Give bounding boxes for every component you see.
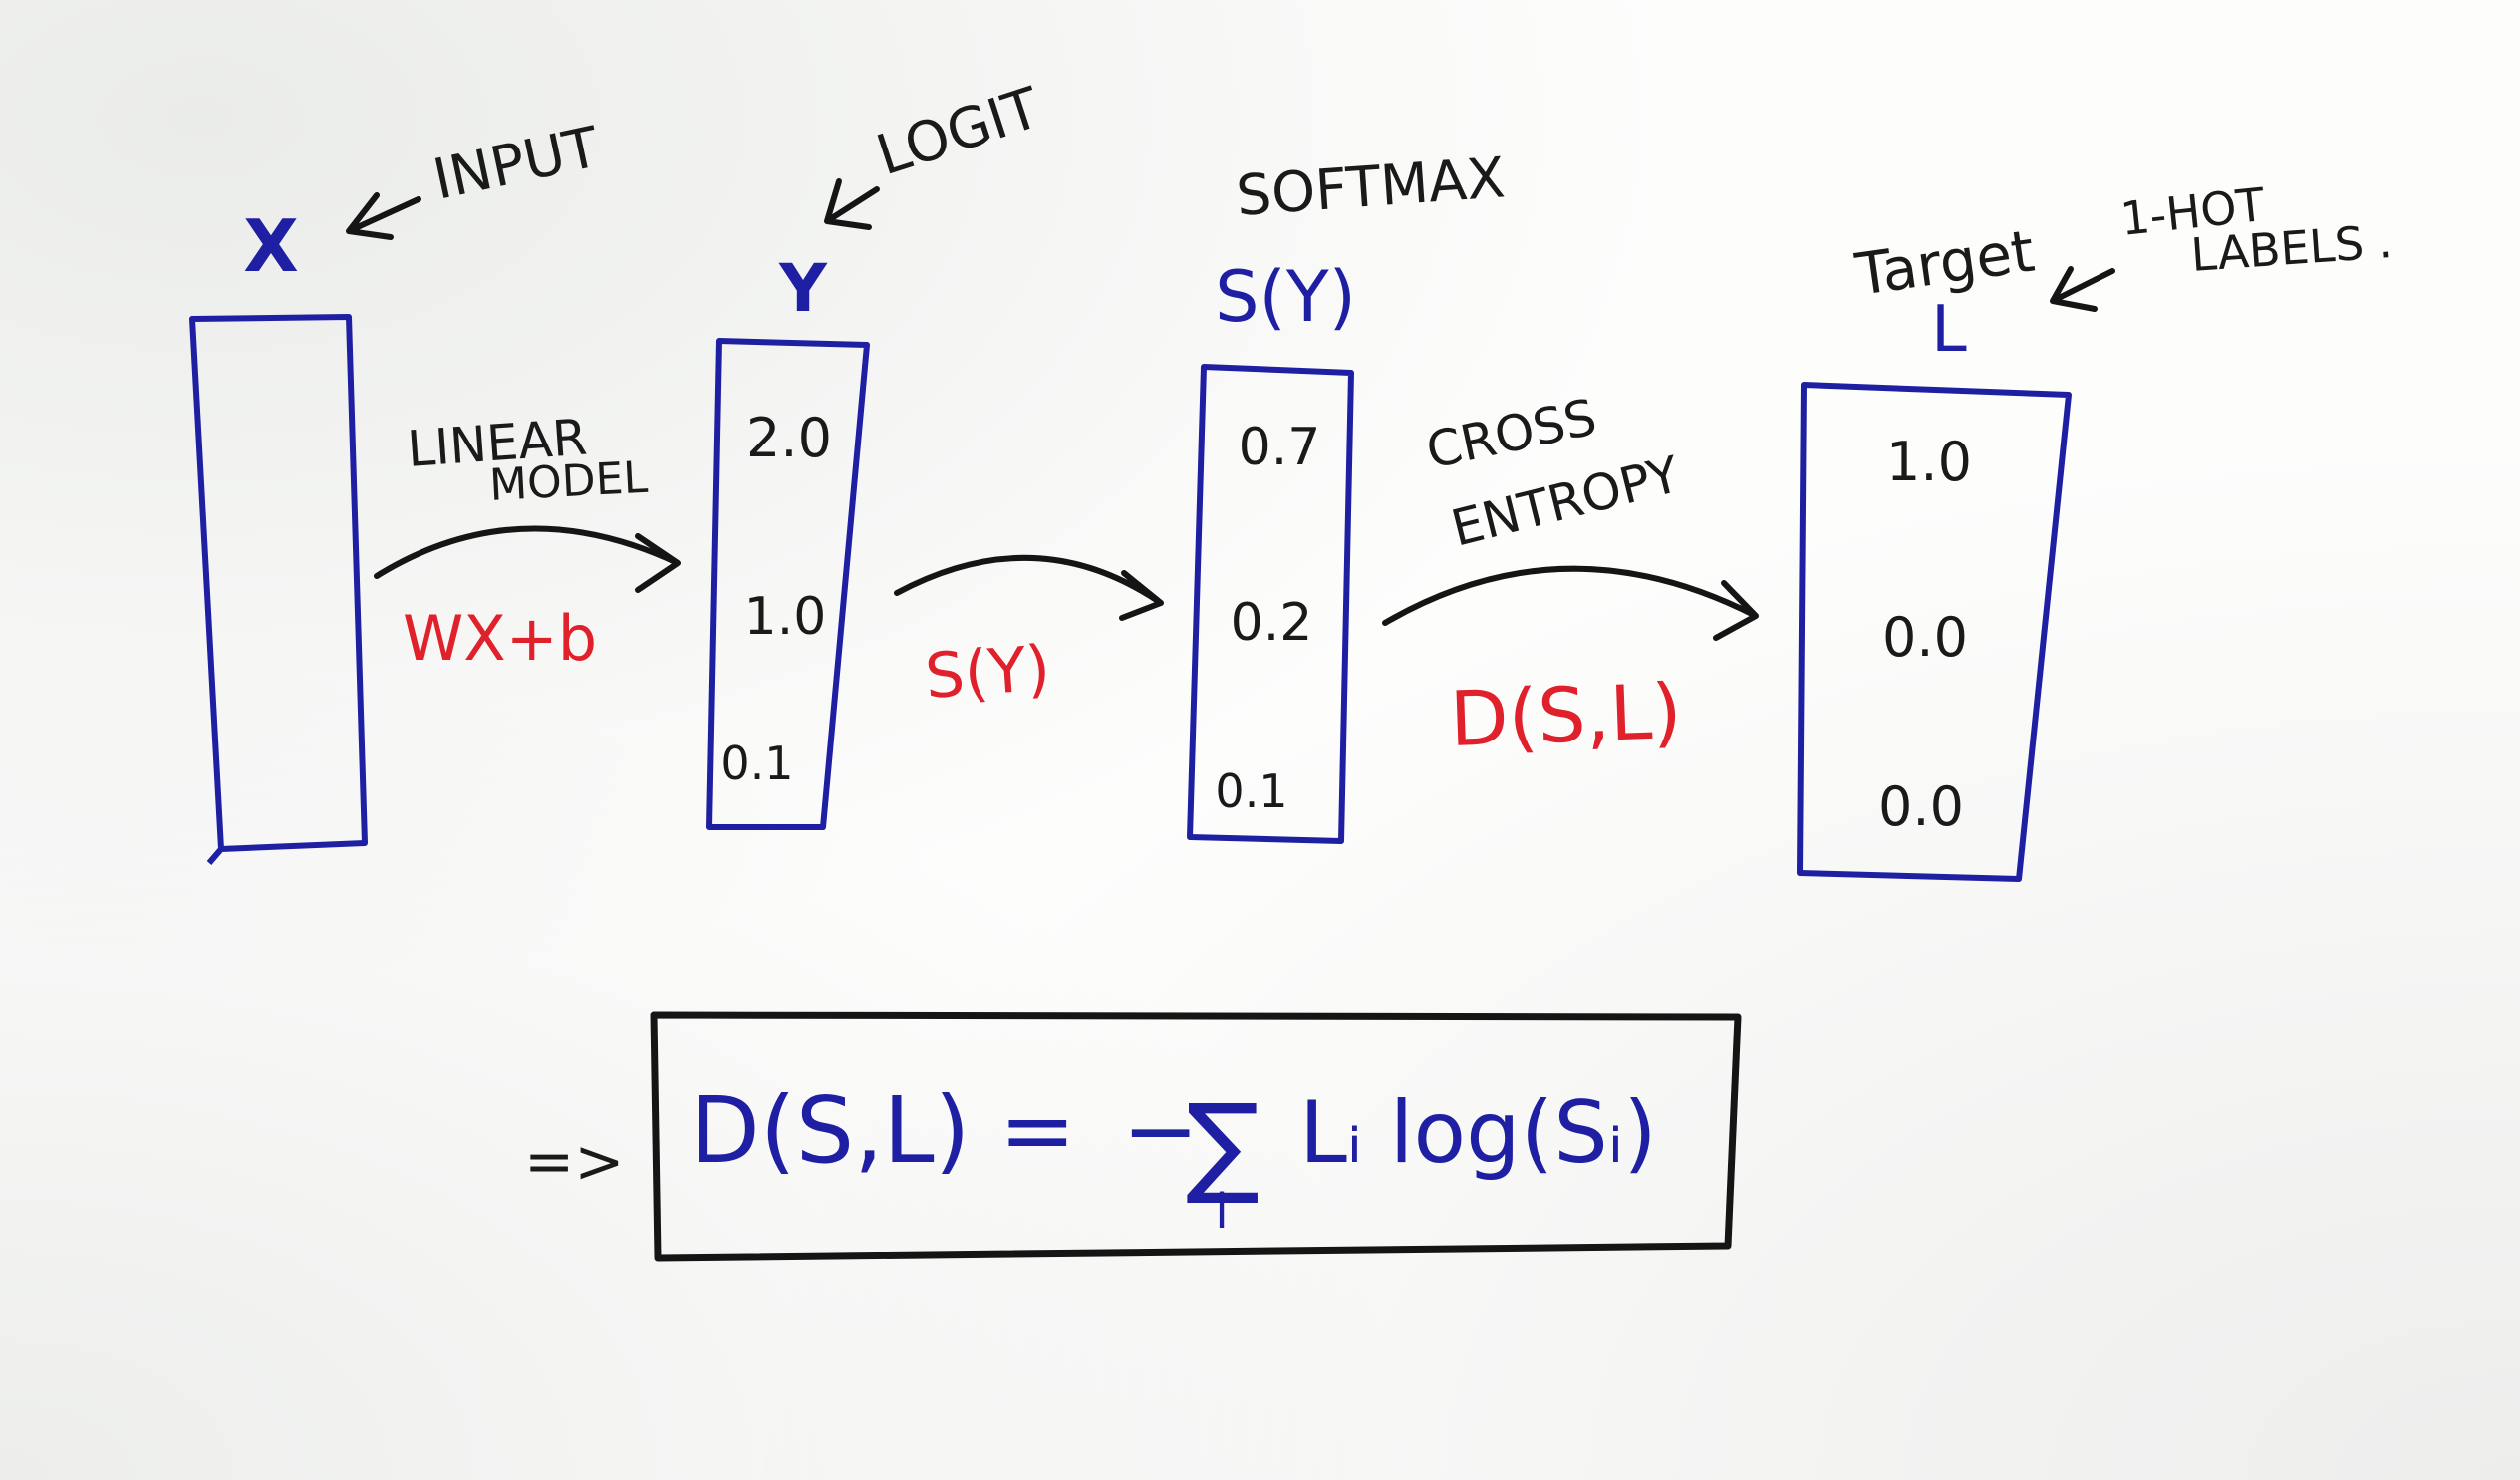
logit-value-1: 1.0	[744, 587, 827, 647]
linear-model-arrow	[374, 525, 681, 593]
softmax-value-2: 0.1	[1215, 764, 1287, 818]
equation-sigma-index: i	[1215, 1184, 1228, 1240]
softmax-var: S(Y)	[1215, 256, 1356, 338]
softmax-value-1: 0.2	[1231, 593, 1313, 653]
softmax-label: SOFTMAX	[1234, 146, 1507, 229]
input-vector-box	[189, 314, 368, 865]
implies-symbol: =>	[524, 1127, 625, 1197]
equation-term: Lᵢ log(Sᵢ)	[1299, 1083, 1657, 1183]
softmax-value-0: 0.7	[1239, 418, 1321, 477]
logit-value-2: 0.1	[720, 737, 793, 790]
cross-entropy-formula: D(S,L)	[1449, 667, 1684, 763]
target-value-2: 0.0	[1878, 775, 1964, 838]
target-value-0: 1.0	[1886, 431, 1972, 493]
logit-label: LOGIT	[869, 76, 1048, 189]
equation-lhs: D(S,L) =	[690, 1077, 1076, 1184]
logit-vector-box	[706, 338, 870, 830]
linear-model-label-line1: LINEAR	[406, 409, 589, 478]
cross-entropy-arrow	[1382, 565, 1759, 641]
logit-var: Y	[778, 250, 828, 327]
logit-pointer-arrow	[824, 178, 880, 230]
target-vector-box	[1797, 382, 2072, 882]
equation-box	[650, 1011, 1742, 1262]
softmax-arrow	[894, 554, 1164, 621]
input-var: X	[243, 204, 299, 288]
onehot-pointer-arrow	[2050, 266, 2115, 312]
softmax-vector-box	[1187, 364, 1354, 844]
softmax-formula: S(Y)	[923, 631, 1052, 713]
equation-minus: −	[1122, 1077, 1199, 1184]
linear-model-label-line2: MODEL	[488, 452, 650, 511]
equation-sigma: ∑	[1186, 1080, 1260, 1208]
target-value-1: 0.0	[1882, 606, 1968, 669]
cross-entropy-label-line1: CROSS	[1421, 388, 1601, 480]
input-pointer-arrow	[346, 192, 421, 240]
input-label: INPUT	[427, 115, 605, 213]
logit-value-0: 2.0	[746, 407, 832, 469]
linear-model-formula: WX+b	[403, 602, 597, 675]
target-var: L	[1931, 293, 1967, 367]
